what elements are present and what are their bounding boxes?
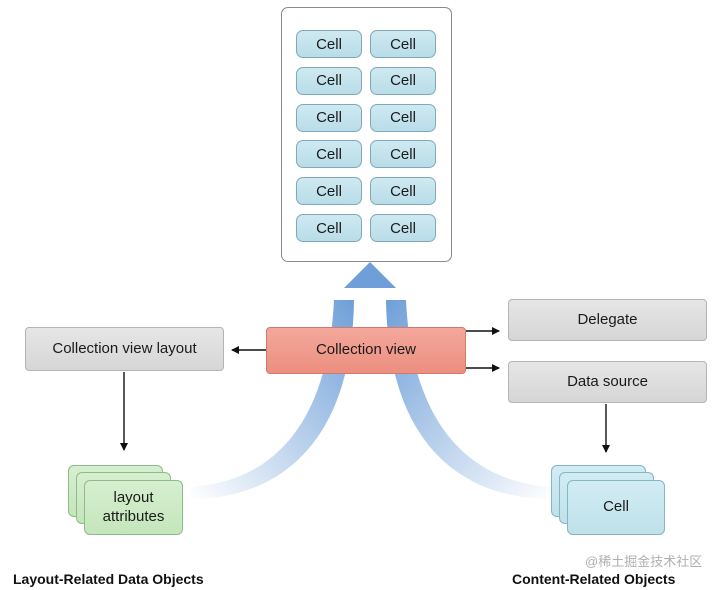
layout-attributes-card: layout attributes: [84, 480, 183, 535]
watermark: @稀土掘金技术社区: [585, 554, 703, 569]
data-source-label: Data source: [567, 372, 648, 390]
upward-flow-arrowhead: [344, 262, 396, 288]
grid-cell: Cell: [370, 214, 436, 242]
content-cell-label: Cell: [603, 498, 629, 516]
grid-cell: Cell: [296, 177, 362, 206]
grid-cell: Cell: [296, 140, 362, 169]
content-cell-card: Cell: [567, 480, 665, 535]
grid-cell: Cell: [296, 214, 362, 242]
delegate-box: Delegate: [508, 299, 707, 341]
grid-cell: Cell: [370, 103, 436, 132]
content-objects-caption: Content-Related Objects: [512, 571, 676, 587]
collection-view-box: Collection view: [266, 327, 466, 374]
layout-attributes-label: layout attributes: [102, 488, 165, 525]
grid-cell: Cell: [296, 103, 362, 132]
grid-cell: Cell: [296, 30, 362, 58]
grid-cell: Cell: [296, 66, 362, 95]
collection-view-label: Collection view: [315, 341, 417, 359]
grid-cell: Cell: [370, 140, 436, 169]
layout-flow-band: [190, 300, 354, 499]
collection-view-layout-box: Collection view layout: [25, 327, 224, 371]
content-flow-band: [386, 300, 552, 499]
collection-view-layout-label: Collection view layout: [52, 339, 197, 357]
grid-cell: Cell: [370, 177, 436, 206]
layout-objects-caption: Layout-Related Data Objects: [13, 571, 204, 587]
grid-cell: Cell: [370, 66, 436, 95]
delegate-label: Delegate: [577, 310, 638, 328]
grid-cell: Cell: [370, 30, 436, 58]
data-source-box: Data source: [508, 361, 707, 403]
